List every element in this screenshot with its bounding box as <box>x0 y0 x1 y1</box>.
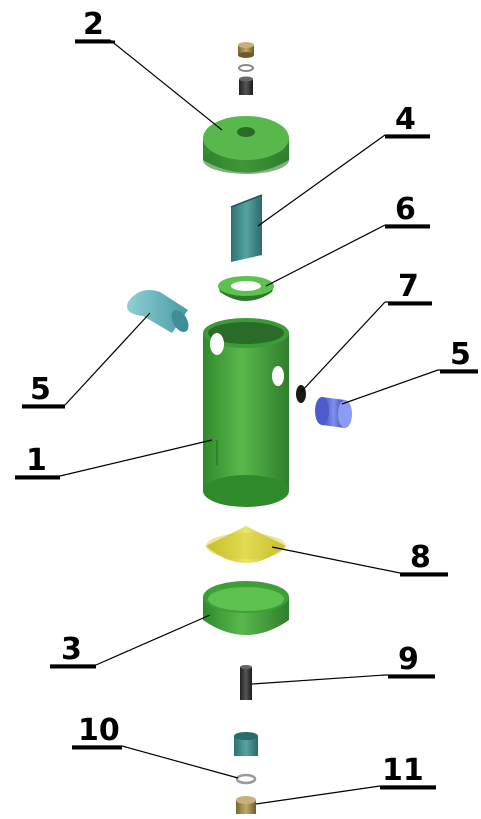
part-1-main-body <box>203 318 289 507</box>
part-6-ring <box>218 276 274 301</box>
top-o-ring <box>238 64 254 72</box>
top-bronze-cap <box>238 42 254 58</box>
label-part-11: 11 <box>382 753 424 788</box>
part-3-bottom-cup <box>203 581 289 635</box>
body-side-hole-right <box>272 366 284 386</box>
label-part-3: 3 <box>61 632 82 667</box>
teal-bushing <box>234 732 258 756</box>
leader-lines <box>15 39 478 805</box>
label-part-5-left: 5 <box>30 372 51 407</box>
label-part-6: 6 <box>395 192 416 227</box>
part-4-teal-pipe <box>230 194 263 262</box>
label-part-10: 10 <box>78 713 120 748</box>
label-part-5-right: 5 <box>450 337 471 372</box>
part-5-right-cylinder <box>315 397 352 428</box>
part-5-left-pipe <box>127 289 189 333</box>
part-8-cone <box>206 526 286 563</box>
label-part-4: 4 <box>395 102 416 137</box>
body-side-hole-left <box>210 333 224 355</box>
label-part-8: 8 <box>410 540 431 575</box>
label-part-2: 2 <box>83 7 104 42</box>
top-nut <box>239 76 253 95</box>
label-underlines <box>15 40 478 790</box>
label-part-9: 9 <box>398 642 419 677</box>
part-9-rod <box>240 665 252 700</box>
label-part-1: 1 <box>26 443 47 478</box>
part-2-top-cap <box>203 116 289 174</box>
part-11-bronze-cap <box>236 796 256 814</box>
label-part-7: 7 <box>398 269 419 304</box>
part-10-o-ring <box>235 773 257 785</box>
